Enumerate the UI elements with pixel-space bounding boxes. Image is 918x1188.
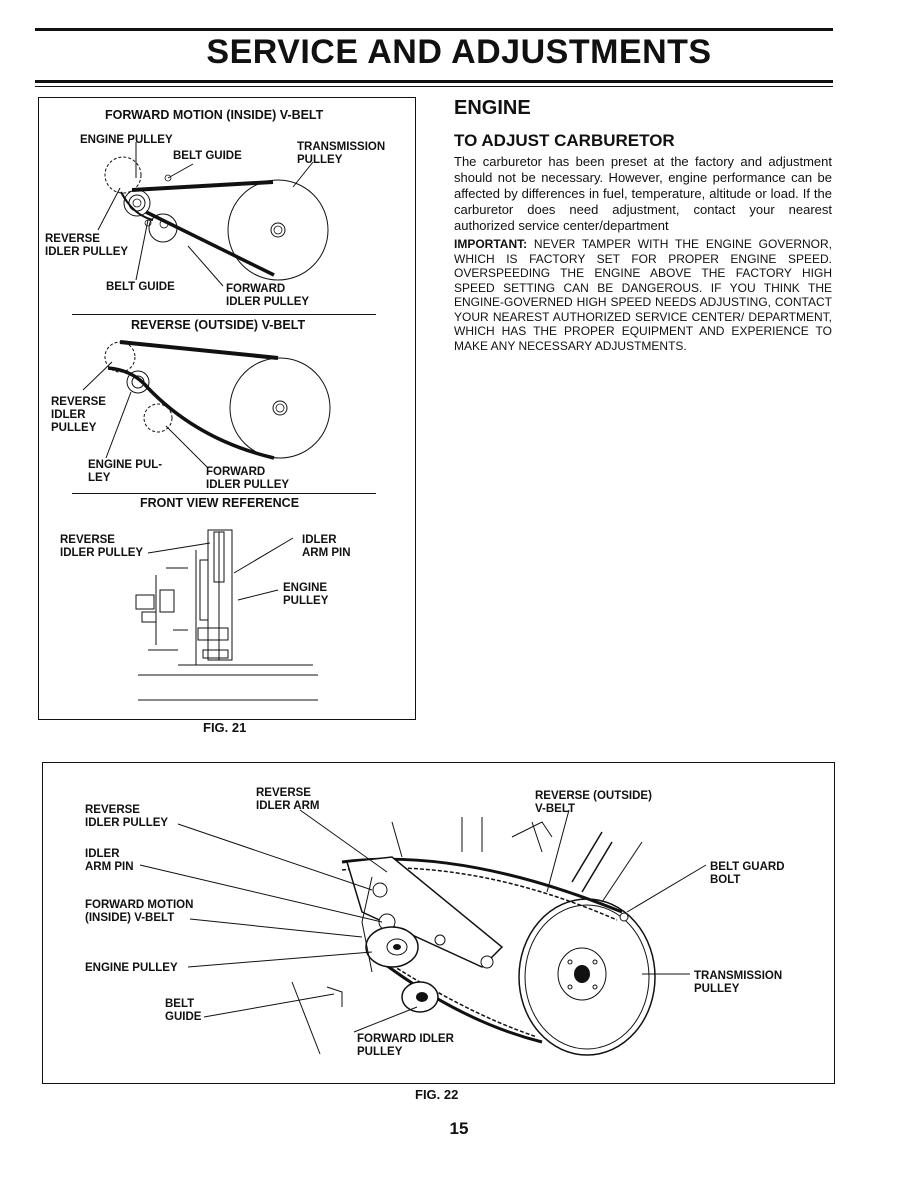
fig22-caption: FIG. 22 (415, 1087, 459, 1102)
front-label-idler-arm-pin: IDLER ARM PIN (302, 534, 351, 559)
fig22-label-forward-idler-pulley: FORWARD IDLER PULLEY (357, 1033, 454, 1058)
forward-belt-diagram (97, 142, 329, 287)
page-title: SERVICE AND ADJUSTMENTS (206, 33, 712, 71)
fwd-label-belt-guide-bottom: BELT GUIDE (106, 281, 175, 293)
carburetor-paragraph: The carburetor has been preset at the fa… (454, 154, 832, 233)
reverse-belt-diagram (82, 340, 331, 469)
fig22-label-forward-motion-vbelt: FORWARD MOTION (INSIDE) V-BELT (85, 899, 194, 924)
rev-label-forward-idler-pulley: FORWARD IDLER PULLEY (206, 466, 290, 491)
fig22-label-reverse-idler-arm: REVERSE IDLER ARM (256, 787, 320, 812)
fwd-label-engine-pulley: ENGINE PULLEY (80, 134, 173, 146)
important-text: NEVER TAMPER WITH THE ENGINE GOVERNOR, W… (454, 237, 832, 353)
fig21-divider-2 (72, 493, 376, 494)
front-label-reverse-idler-pulley: REVERSE IDLER PULLEY (60, 534, 144, 559)
carburetor-subheading: TO ADJUST CARBURETOR (454, 131, 675, 150)
belt-assembly-illustration (139, 809, 707, 1056)
fwd-label-reverse-idler-pulley: REVERSE IDLER PULLEY (45, 233, 129, 258)
fig22-box (42, 762, 835, 1084)
fig22-label-belt-guard-bolt: BELT GUARD BOLT (710, 861, 785, 886)
top-rule (35, 28, 833, 31)
fwd-label-transmission-pulley: TRANSMISSION PULLEY (297, 141, 386, 166)
fwd-label-forward-idler-pulley: FORWARD IDLER PULLEY (226, 283, 310, 308)
title-underline-thin (35, 86, 833, 87)
fig22-label-idler-arm-pin: IDLER ARM PIN (85, 848, 134, 873)
engine-heading: ENGINE (454, 97, 531, 119)
fig22-label-engine-pulley: ENGINE PULLEY (85, 962, 178, 974)
fig21-box (38, 97, 416, 720)
fig22-label-reverse-idler-pulley: REVERSE IDLER PULLEY (85, 804, 169, 829)
fig22-label-reverse-outside-vbelt: REVERSE (OUTSIDE) V-BELT (535, 790, 652, 815)
title-underline (35, 80, 833, 83)
page-number: 15 (449, 1119, 469, 1138)
rev-label-engine-pulley: ENGINE PUL- LEY (88, 459, 163, 484)
fig22-label-belt-guide: BELT GUIDE (165, 998, 202, 1023)
fig21-divider-1 (72, 314, 376, 315)
fig22-label-transmission-pulley: TRANSMISSION PULLEY (694, 970, 783, 995)
fig21-forward-header: FORWARD MOTION (INSIDE) V-BELT (105, 108, 324, 122)
front-view-diagram (135, 529, 318, 701)
front-label-engine-pulley: ENGINE PULLEY (283, 582, 329, 607)
rev-label-reverse-idler-pulley: REVERSE IDLER PULLEY (51, 396, 106, 434)
important-label: IMPORTANT: (454, 237, 528, 251)
important-paragraph: IMPORTANT: NEVER TAMPER WITH THE ENGINE … (454, 237, 832, 353)
fig21-front-header: FRONT VIEW REFERENCE (140, 496, 300, 510)
fwd-label-belt-guide-top: BELT GUIDE (173, 150, 242, 162)
fig21-reverse-header: REVERSE (OUTSIDE) V-BELT (131, 318, 306, 332)
fig21-caption: FIG. 21 (203, 720, 247, 735)
